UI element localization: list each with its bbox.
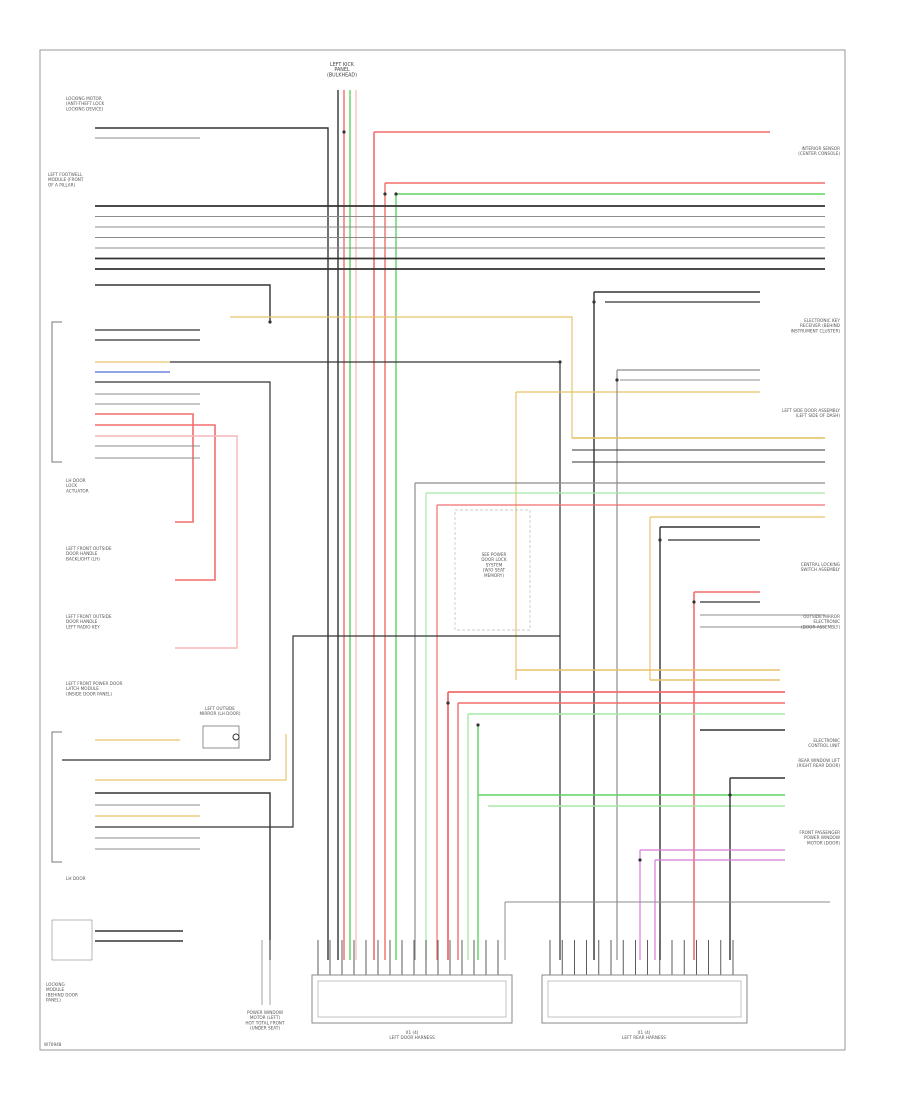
bottom-connector-left-inner bbox=[317, 980, 507, 1018]
splice-point bbox=[268, 320, 272, 324]
page-code: W70948 bbox=[44, 1042, 62, 1047]
wire-black-43 bbox=[659, 526, 760, 960]
wires bbox=[62, 90, 830, 1005]
splice-point bbox=[692, 600, 696, 604]
left-module-bracket-1 bbox=[51, 321, 62, 463]
splice-point bbox=[558, 360, 562, 364]
mirror-motor-symbol bbox=[232, 733, 240, 741]
splice-point bbox=[728, 793, 732, 797]
splice-point bbox=[638, 858, 642, 862]
wire-gray-34 bbox=[616, 369, 760, 960]
wire-yellow-42 bbox=[649, 516, 825, 680]
splice-point bbox=[658, 538, 662, 542]
left-component-label-c7: LH DOOR bbox=[66, 876, 86, 881]
wire-black-58 bbox=[729, 777, 785, 960]
bottom-connector-right-inner bbox=[547, 980, 742, 1018]
wire-magenta-59 bbox=[639, 849, 785, 960]
wire-yellow-64 bbox=[95, 734, 287, 781]
wire-red-27 bbox=[95, 424, 216, 581]
splice-point bbox=[446, 701, 450, 705]
diagram-frame bbox=[39, 49, 846, 1051]
right-component-label-r7: REAR WINDOW LIFT(RIGHT REAR DOOR) bbox=[797, 758, 841, 768]
bottom-component-label-b3: X1 (4)LEFT REAR HARNESS bbox=[622, 1030, 666, 1040]
bottom-connector-left bbox=[311, 974, 513, 1024]
wire-gray-61 bbox=[504, 901, 830, 960]
mid-dashed-box bbox=[454, 509, 531, 631]
wire-black-68 bbox=[95, 635, 560, 828]
wire-red-51 bbox=[447, 691, 785, 960]
splice-point bbox=[476, 723, 480, 727]
wire-black-23 bbox=[95, 381, 271, 760]
wire-red-45 bbox=[693, 591, 760, 960]
wire-red-26 bbox=[95, 413, 194, 523]
right-component-label-r1: INTERIOR SENSOR(CENTER CONSOLE) bbox=[798, 146, 840, 156]
component-boxes bbox=[51, 321, 748, 1024]
bottom-component-label-b2: X1 (4)LEFT DOOR HARNESS bbox=[389, 1030, 435, 1040]
wire-green-8 bbox=[395, 193, 825, 960]
wire-black-16 bbox=[95, 284, 271, 322]
wire-black-65 bbox=[95, 792, 271, 960]
splice-point bbox=[342, 130, 346, 134]
left-module-bracket-2 bbox=[51, 731, 62, 863]
wire-red-52 bbox=[457, 702, 785, 960]
splice-point bbox=[592, 300, 596, 304]
wire-red-6 bbox=[373, 131, 770, 960]
wire-black-4 bbox=[95, 127, 329, 960]
wire-red-41 bbox=[436, 504, 825, 960]
wire-black-31 bbox=[593, 291, 760, 960]
splice-point bbox=[383, 192, 387, 196]
wire-lightgreen-53 bbox=[467, 713, 785, 960]
wire-pink-28 bbox=[95, 435, 238, 649]
wire-lightgreen-40 bbox=[425, 492, 825, 960]
wire-magenta-60 bbox=[654, 859, 785, 960]
wire-yellow-33 bbox=[515, 391, 760, 680]
wire-gray-39 bbox=[414, 482, 825, 960]
right-component-label-r3: LEFT SIDE DOOR ASSEMBLY(LEFT SIDE OF DAS… bbox=[782, 408, 840, 418]
bottom-connector-right bbox=[541, 974, 748, 1024]
splice-point bbox=[615, 378, 619, 382]
wire-red-7 bbox=[384, 182, 825, 960]
splice-point bbox=[394, 192, 398, 196]
window-motor-box bbox=[51, 919, 93, 961]
